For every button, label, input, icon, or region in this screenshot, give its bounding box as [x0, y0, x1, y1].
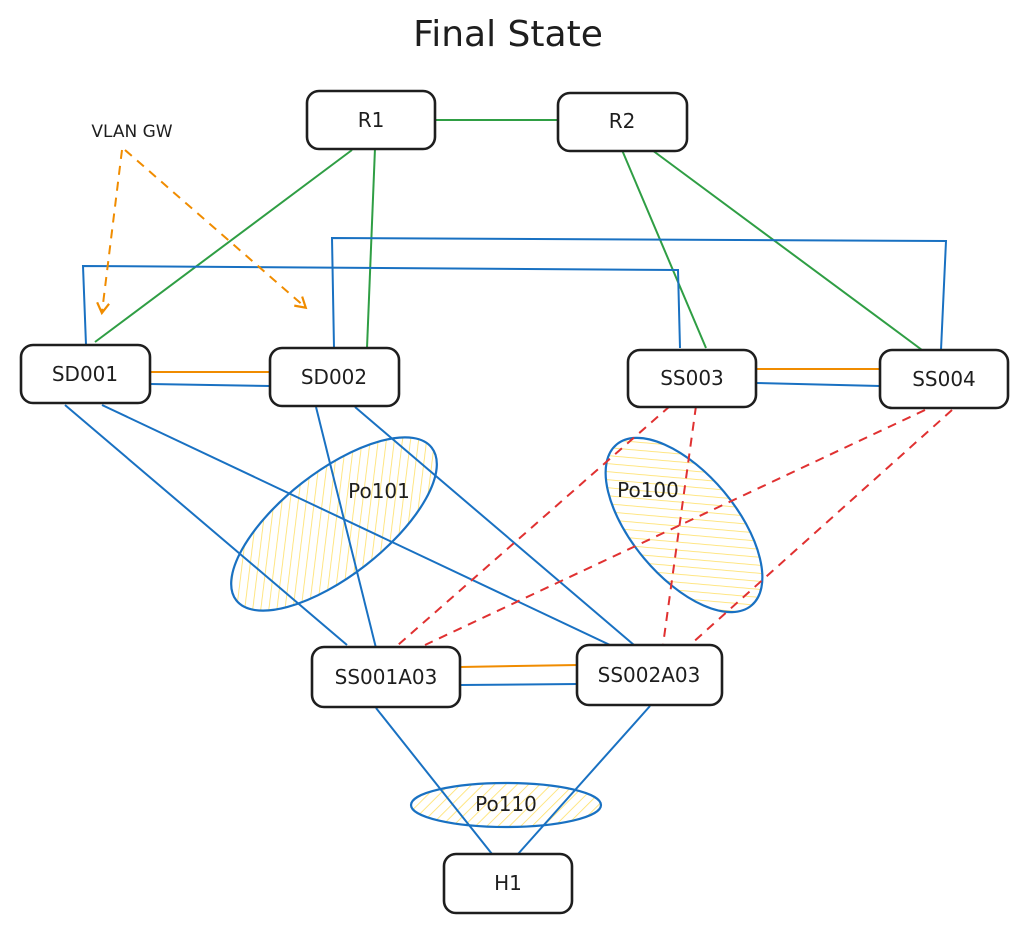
link-sd002-ss004 — [330, 236, 948, 351]
link-sd001-ss003 — [81, 264, 681, 349]
link-r2-ss003 — [621, 149, 707, 349]
node-r2-label: R2 — [609, 109, 636, 133]
peer-sd001-sd002-blue — [149, 383, 271, 387]
link-sd001-ss002a03 — [101, 404, 611, 646]
po101-group — [230, 436, 438, 612]
link-sd001-ss001a03 — [64, 404, 348, 646]
node-ss004-label: SS004 — [912, 367, 976, 391]
peer-ss001a03-ss002a03-orange — [459, 664, 579, 668]
po101-label: Po101 — [348, 479, 410, 503]
link-sd002-ss001a03 — [315, 406, 377, 649]
po100-group — [604, 436, 764, 614]
blue-downlinks — [64, 404, 651, 855]
node-sd001-label: SD001 — [52, 362, 118, 386]
node-r1[interactable]: R1 — [305, 89, 437, 151]
po101-ellipse — [230, 436, 438, 612]
vlan-gw-arrow-sd002 — [124, 149, 308, 310]
po110-label: Po110 — [475, 792, 537, 816]
node-ss002a03[interactable]: SS002A03 — [575, 643, 724, 707]
po100-label: Po100 — [617, 478, 679, 502]
link-ss002a03-h1 — [517, 705, 651, 855]
node-ss001a03[interactable]: SS001A03 — [310, 645, 462, 709]
link-r1-sd002 — [366, 147, 376, 349]
red-dashed-links — [397, 405, 953, 646]
diagram-title: Final State — [413, 14, 603, 55]
po110-ellipse — [409, 781, 603, 829]
link-r1-sd001 — [94, 149, 353, 343]
dashed-ss004-ss002a03 — [689, 409, 953, 646]
node-h1-label: H1 — [494, 871, 522, 895]
green-links — [94, 119, 923, 351]
peer-links — [149, 368, 881, 686]
po100-ellipse — [604, 436, 764, 614]
node-ss001a03-label: SS001A03 — [335, 665, 438, 689]
node-ss003-label: SS003 — [660, 366, 724, 390]
vlan-gw-annotation: VLAN GW — [91, 122, 308, 316]
peer-ss003-ss004-blue — [755, 382, 881, 387]
node-sd001[interactable]: SD001 — [19, 343, 152, 405]
node-sd002[interactable]: SD002 — [268, 346, 401, 408]
blue-interconnects — [81, 236, 948, 351]
node-r2[interactable]: R2 — [556, 91, 689, 153]
node-r1-label: R1 — [358, 108, 385, 132]
node-h1[interactable]: H1 — [442, 852, 574, 915]
po110-group — [409, 781, 603, 829]
node-ss002a03-label: SS002A03 — [598, 663, 701, 687]
dashed-ss004-ss001a03 — [424, 409, 926, 646]
dashed-ss003-ss002a03 — [662, 405, 697, 646]
dashed-ss003-ss001a03 — [397, 405, 671, 646]
node-sd002-label: SD002 — [301, 365, 367, 389]
node-ss003[interactable]: SS003 — [626, 348, 758, 409]
vlan-gw-arrow-sd001 — [96, 149, 123, 316]
node-ss004[interactable]: SS004 — [878, 348, 1010, 410]
peer-ss001a03-ss002a03-blue — [459, 683, 579, 686]
link-sd002-ss002a03 — [354, 406, 635, 646]
link-r2-ss004 — [651, 149, 923, 351]
vlan-gw-label: VLAN GW — [91, 122, 172, 142]
link-ss001a03-h1 — [375, 707, 493, 855]
